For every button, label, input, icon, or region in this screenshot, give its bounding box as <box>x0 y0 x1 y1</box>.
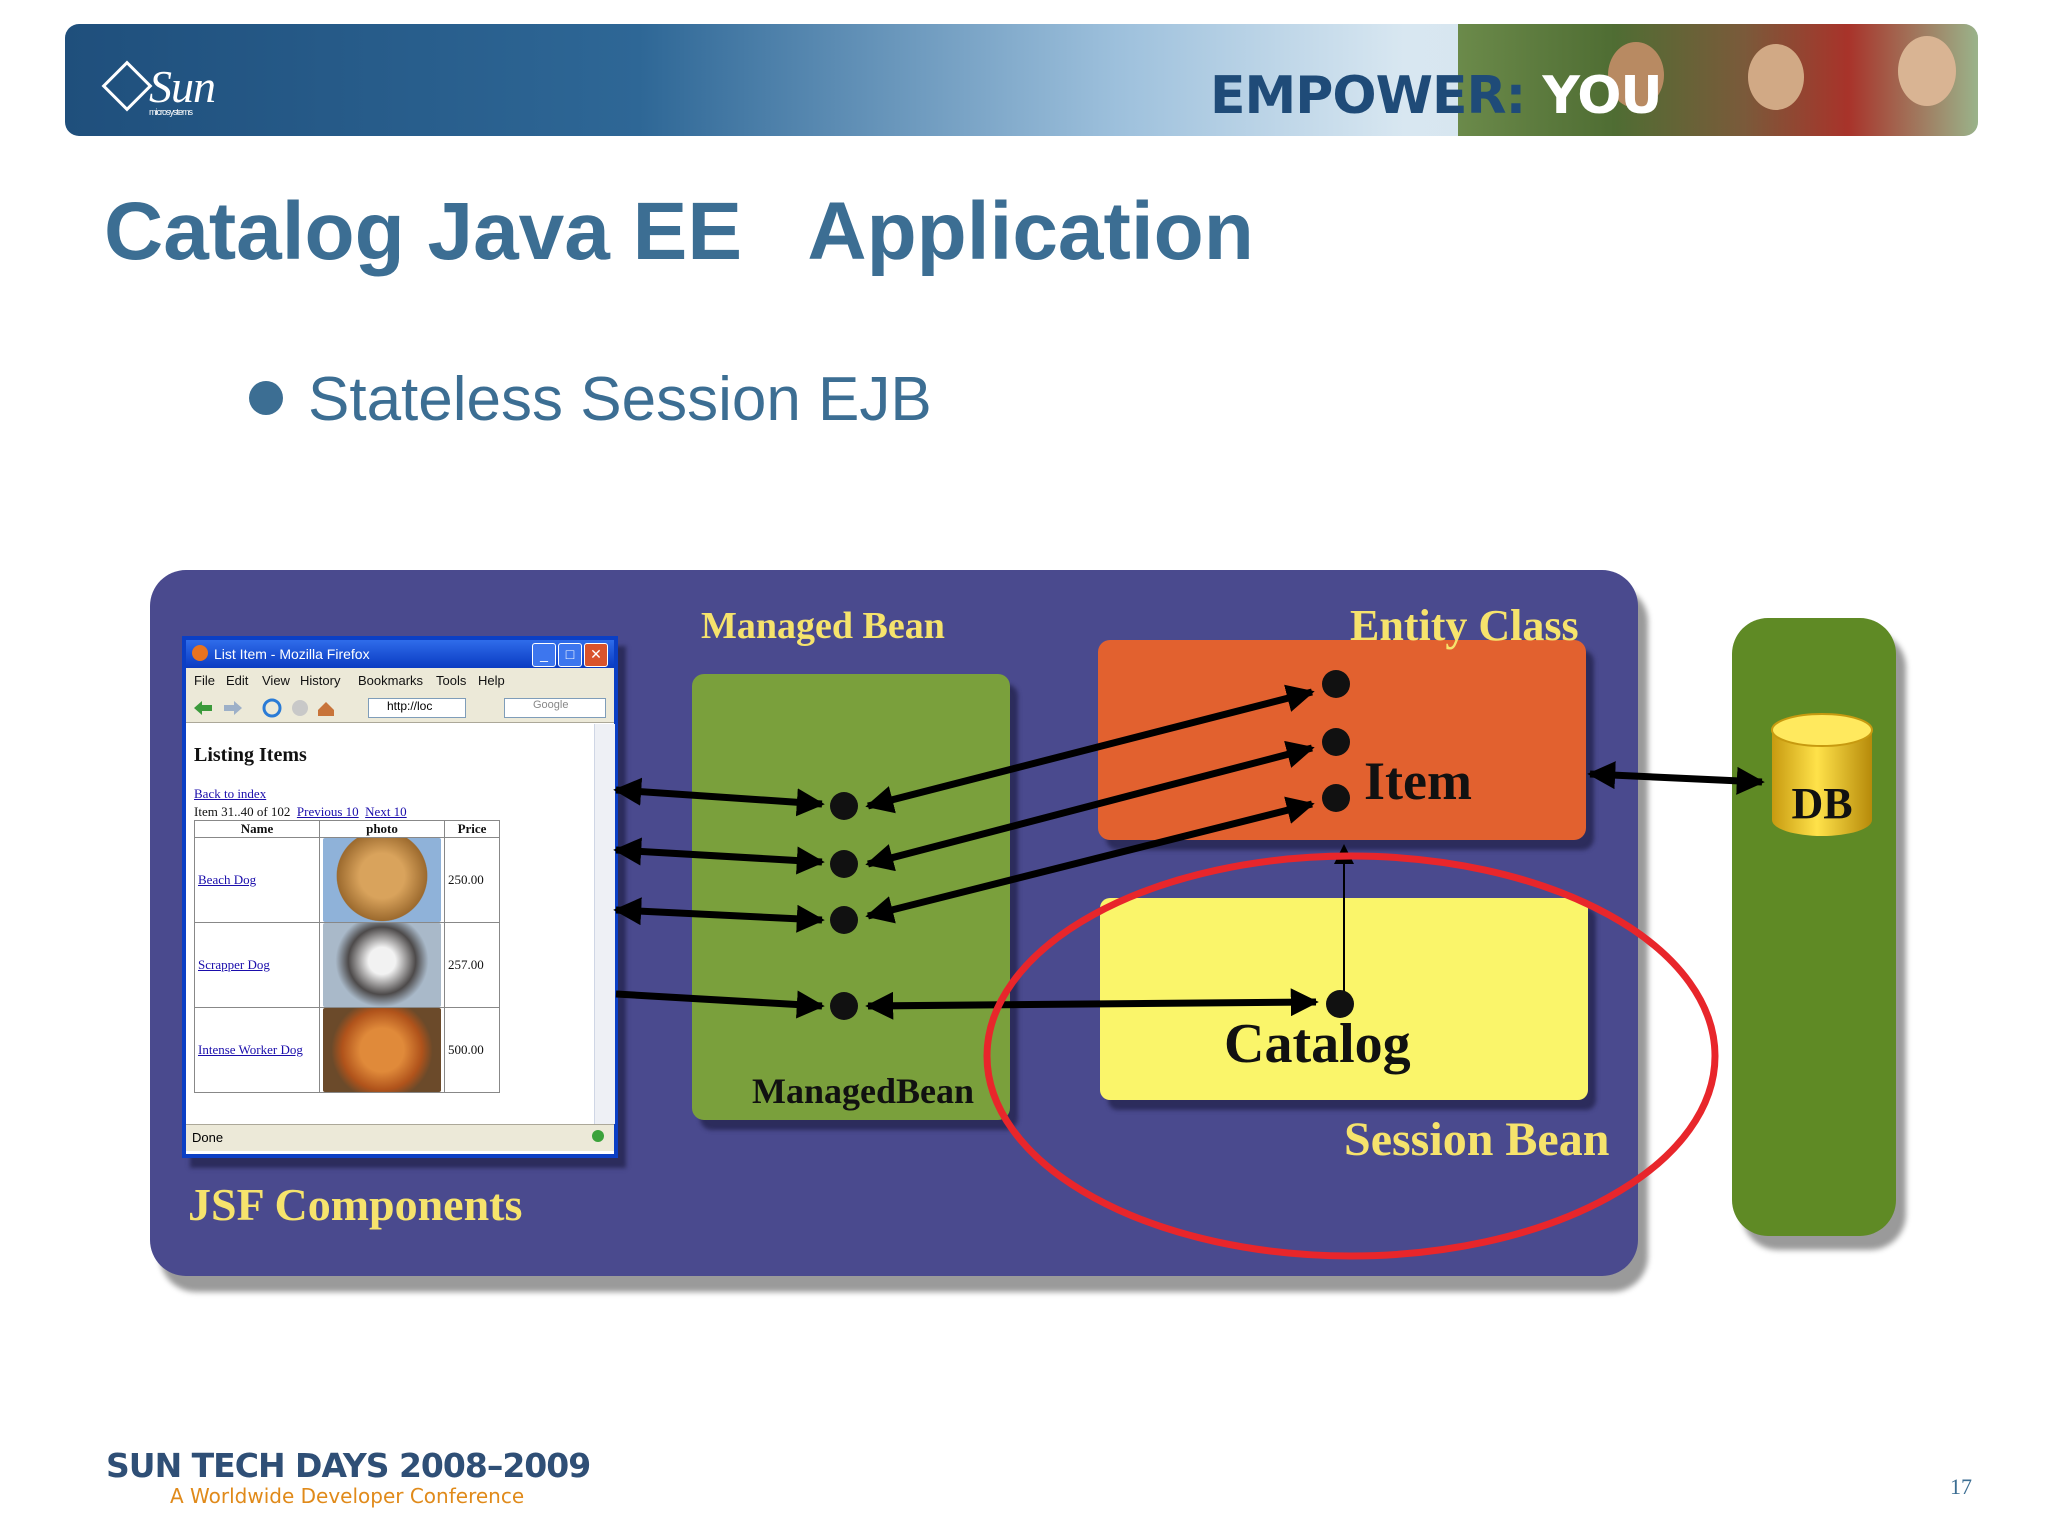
search-input[interactable]: Google <box>504 698 606 718</box>
minimize-button[interactable]: _ <box>532 643 556 667</box>
managed-bean-label: Managed Bean <box>701 605 945 647</box>
table-row: Intense Worker Dog 500.00 <box>194 1007 500 1093</box>
arrow-jsf-bean-1 <box>613 777 825 817</box>
item-price: 500.00 <box>444 1007 500 1093</box>
menu-view[interactable]: View <box>262 673 290 688</box>
endpoint-dot <box>1322 784 1350 812</box>
reload-icon <box>262 698 282 718</box>
previous-link[interactable]: Previous 10 <box>296 804 359 819</box>
url-input[interactable]: http://loc <box>368 698 466 718</box>
footer-conference-title: SUN TECH DAYS 2008–2009 <box>106 1446 591 1485</box>
endpoint-dot <box>1322 670 1350 698</box>
item-price: 250.00 <box>444 837 500 923</box>
arrow-jsf-bean-4 <box>615 990 825 1019</box>
endpoint-dot <box>1326 990 1354 1018</box>
maximize-button[interactable]: □ <box>558 643 582 667</box>
listing-heading: Listing Items <box>194 744 307 766</box>
browser-statusbar: Done <box>186 1124 614 1151</box>
firefox-icon <box>192 645 208 661</box>
close-button[interactable]: ✕ <box>584 643 608 667</box>
arrow-bean-item-1 <box>865 684 1315 814</box>
back-to-index-link[interactable]: Back to index <box>194 786 267 801</box>
entity-class-label: Entity Class <box>1350 601 1579 650</box>
browser-menubar: File Edit View History Bookmarks Tools H… <box>186 668 614 692</box>
menu-file[interactable]: File <box>194 673 215 688</box>
home-icon <box>318 702 334 716</box>
browser-scrollbar[interactable] <box>594 724 615 1124</box>
item-name-link[interactable]: Intense Worker Dog <box>194 1007 320 1093</box>
dog-photo <box>323 838 441 922</box>
item-name-link[interactable]: Beach Dog <box>194 837 320 923</box>
database-icon <box>1771 713 1873 836</box>
arrow-jsf-bean-2 <box>613 837 825 875</box>
back-icon <box>194 701 212 715</box>
dog-photo <box>323 923 441 1007</box>
browser-toolbar: http://loc Google <box>186 692 614 723</box>
browser-window: List Item - Mozilla Firefox _ □ ✕ File E… <box>182 636 618 1158</box>
item-price: 257.00 <box>444 922 500 1008</box>
arrow-bean-item-3 <box>865 796 1315 924</box>
header-banner: Sun microsystems EMPOWER: YOU <box>65 24 1978 136</box>
empower-tagline: EMPOWER: YOU <box>1210 66 1663 126</box>
db-label: DB <box>1791 779 1853 828</box>
dog-photo <box>323 1008 441 1092</box>
highlight-ellipse <box>983 852 1719 1260</box>
arrow-jsf-bean-3 <box>613 897 825 933</box>
table-row: Scrapper Dog 257.00 <box>194 922 500 1008</box>
stop-icon <box>292 700 308 716</box>
menu-history[interactable]: History <box>300 673 341 688</box>
catalog-label: Catalog <box>1224 1013 1411 1075</box>
browser-title: List Item - Mozilla Firefox <box>214 646 370 662</box>
table-row: Beach Dog 250.00 <box>194 837 500 923</box>
status-text: Done <box>192 1130 224 1145</box>
item-label: Item <box>1364 751 1472 811</box>
arrow-item-db <box>1587 761 1765 795</box>
endpoint-dot <box>1322 728 1350 756</box>
footer-conference-subtitle: A Worldwide Developer Conference <box>170 1484 525 1508</box>
navigation-icons <box>194 698 334 718</box>
endpoint-dot <box>830 792 858 820</box>
endpoint-dot <box>830 992 858 1020</box>
menu-edit[interactable]: Edit <box>226 673 249 688</box>
bullet-text: Stateless Session EJB <box>308 365 932 434</box>
forward-icon <box>224 701 242 715</box>
endpoint-dot <box>830 850 858 878</box>
next-link[interactable]: Next 10 <box>365 804 407 819</box>
banner-photo <box>1458 24 1978 136</box>
endpoint-dot <box>830 906 858 934</box>
items-table: Name photo Price Beach Dog 250.00 Scrapp… <box>194 820 500 1093</box>
page-number: 17 <box>1950 1474 1972 1499</box>
managedbean-box-label: ManagedBean <box>752 1071 975 1111</box>
arrow-bean-catalog <box>865 988 1319 1020</box>
menu-help[interactable]: Help <box>478 673 505 688</box>
sun-logo: Sun microsystems <box>149 61 216 117</box>
paging-row: Item 31..40 of 102 Previous 10 Next 10 <box>194 804 407 820</box>
item-name-link[interactable]: Scrapper Dog <box>194 922 320 1008</box>
status-ok-icon <box>592 1130 604 1142</box>
browser-titlebar: List Item - Mozilla Firefox _ □ ✕ <box>186 640 614 668</box>
item-range: Item 31..40 of 102 <box>194 804 291 819</box>
bullet-dot <box>249 381 283 415</box>
jsf-components-label: JSF Components <box>188 1179 523 1230</box>
browser-content: Listing Items Back to index Item 31..40 … <box>186 724 594 1124</box>
session-bean-label: Session Bean <box>1344 1113 1610 1166</box>
page-title: Catalog Java EE Application <box>104 186 1254 277</box>
menu-tools[interactable]: Tools <box>436 673 467 688</box>
arrow-bean-item-2 <box>865 740 1315 872</box>
menu-bookmarks[interactable]: Bookmarks <box>358 673 424 688</box>
